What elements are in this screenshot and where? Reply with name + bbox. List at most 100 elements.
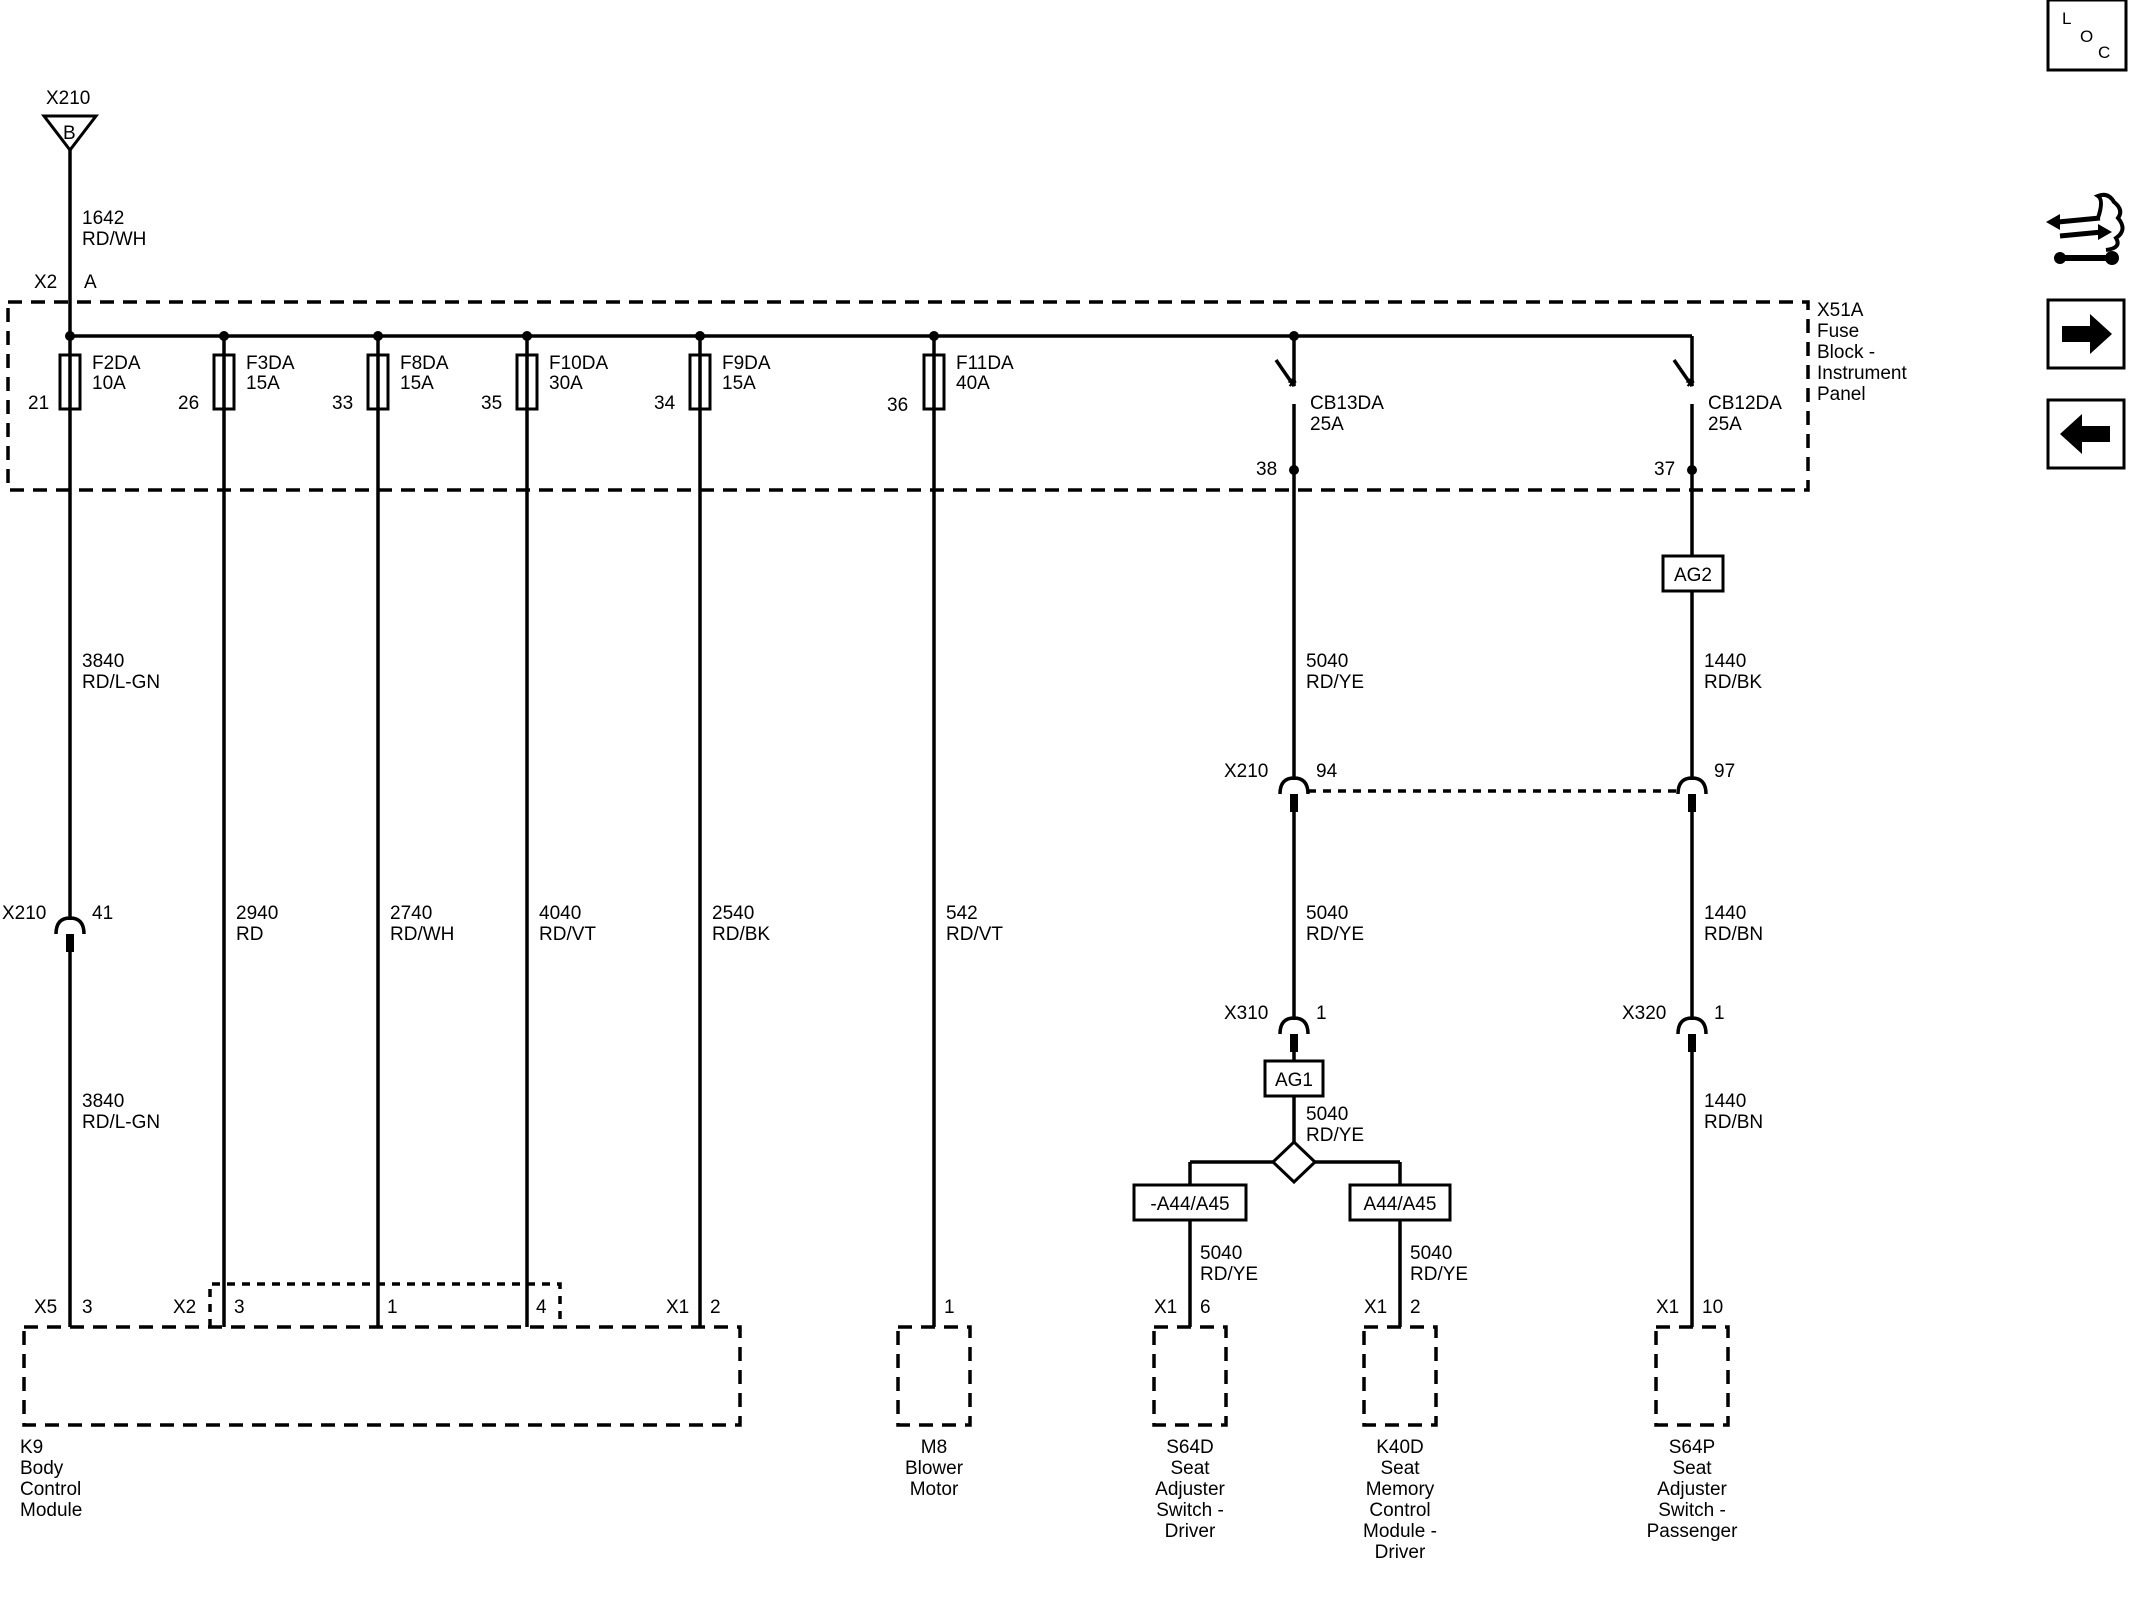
inline-connector-pin [66,934,74,952]
component-pin: 1 [944,1297,955,1318]
fuse-pin: 36 [887,395,908,416]
component-name-line: Adjuster [1155,1479,1225,1500]
breaker-name: CB12DA [1708,393,1782,414]
forward-arrow-icon[interactable] [2046,298,2126,370]
component-s64d: X1 6 S64D Seat Adjuster Switch - Driver [1152,1297,1228,1542]
source-connector-label: X210 [46,88,90,109]
loc-button[interactable]: L O C [2046,0,2128,72]
wire-color: RD/VT [539,924,596,945]
component-m8: 1 M8 Blower Motor [896,1297,972,1500]
source-wire-num: 1642 [82,208,124,229]
loc-letter: L [2062,9,2071,28]
wire-num: 5040 [1306,651,1348,672]
fuse-rating: 15A [722,373,756,394]
wire-num: 5040 [1306,903,1348,924]
component-name-line: Control [1369,1500,1430,1521]
source-terminal-triangle [40,114,100,153]
inline-connector-pin [1290,1034,1298,1052]
inline-connector-symbol [1676,776,1708,795]
fuse-block-connector-label: X2 [34,272,57,293]
component-name-line: Seat [1380,1458,1420,1479]
component-name-line: Seat [1170,1458,1210,1479]
option-box-label: -A44/A45 [1150,1194,1229,1215]
breaker-pin: 38 [1256,459,1277,480]
component-name-line: Adjuster [1657,1479,1727,1500]
component-pin: 2 [1410,1297,1421,1318]
circuit-f3da: 2940 RD [222,410,278,1327]
component-name-line: Seat [1672,1458,1712,1479]
inline-connector-pin [1290,794,1298,812]
fuse-block-outline [6,300,1810,492]
component-name-line: K9 [20,1437,43,1458]
component-connector: X5 [34,1297,57,1318]
inline-connector-symbol [1676,1016,1708,1035]
wire-color: RD/YE [1410,1264,1468,1285]
wire-color: RD/WH [390,924,454,945]
fuse-block-name-line: Block - [1817,342,1875,363]
fuse-rating: 15A [246,373,280,394]
s64d-outline [1152,1325,1228,1427]
component-name-line: Body [20,1458,64,1479]
fuse-block-connector-pin: A [84,272,97,293]
wire-num: 2740 [390,903,432,924]
k9-outline [22,1325,742,1427]
circuit-cb13da: 5040 RD/YE X210 94 5040 RD/YE X310 1 AG1… [1132,470,1468,1327]
breaker-switch-arm [1274,359,1296,387]
fuse-rating: 15A [400,373,434,394]
fuse-pin: 26 [178,393,199,414]
wire-num: 1440 [1704,1091,1746,1112]
inline-connector-name: X310 [1224,1003,1268,1024]
component-name-line: Control [20,1479,81,1500]
fuse-rating: 30A [549,373,583,394]
source-pin-label: B [63,123,76,144]
inline-connector-pin-label: 97 [1714,761,1735,782]
breaker-asterisk: * [1686,374,1695,399]
wire-color: RD/VT [946,924,1003,945]
wire-num: 3840 [82,1091,124,1112]
component-name-line: S64D [1166,1437,1214,1458]
wire-color: RD/L-GN [82,672,160,693]
component-name-line: Module [20,1500,82,1521]
component-connector: X1 [1154,1297,1177,1318]
component-name-line: Driver [1165,1521,1216,1542]
component-name-line: Memory [1366,1479,1435,1500]
component-pin: 4 [536,1297,547,1318]
splice-diamond [1270,1139,1318,1185]
breaker-asterisk: * [1288,374,1297,399]
inline-connector-pin-label: 94 [1316,761,1338,782]
circuit-f8da: 2740 RD/WH [376,410,454,1327]
fuse-pin: 34 [654,393,676,414]
fuse-name: F8DA [400,353,449,374]
option-box-label: A44/A45 [1364,1194,1437,1215]
wire-color: RD/BK [1704,672,1762,693]
wire-color: RD/YE [1306,1125,1364,1146]
component-connector: X2 [173,1297,196,1318]
option-box-right [1348,1183,1452,1222]
wire-color: RD/BN [1704,924,1763,945]
circuit-f10da: 4040 RD/VT [525,410,596,1327]
wire-num: 4040 [539,903,581,924]
breaker-rating: 25A [1310,414,1344,435]
circuit-f11da: 542 RD/VT [932,410,1003,1327]
component-pin: 3 [234,1297,245,1318]
wire-color: RD/YE [1306,924,1364,945]
component-pin: 3 [82,1297,93,1318]
inline-connector-name: X210 [1224,761,1268,782]
component-name-line: Passenger [1647,1521,1739,1542]
inline-connector-pin-label: 41 [92,903,113,924]
fuse-name: F3DA [246,353,295,374]
fuse-rating: 40A [956,373,990,394]
service-info-icon[interactable] [2046,192,2125,265]
component-k40d: X1 2 K40D Seat Memory Control Module - D… [1362,1297,1438,1563]
option-box-ag1 [1263,1059,1325,1098]
s64p-outline [1654,1325,1730,1427]
fuse-block-name-line: Panel [1817,384,1866,405]
inline-connector-pin-label: 1 [1714,1003,1725,1024]
back-arrow-icon[interactable] [2046,398,2126,470]
fuse-rating: 10A [92,373,126,394]
circuit-cb12da: AG2 1440 RD/BK 97 1440 RD/BN X320 1 1440… [1622,470,1763,1327]
fuse-pin: 33 [332,393,353,414]
fuse-name: F2DA [92,353,141,374]
component-name-line: Blower [905,1458,964,1479]
